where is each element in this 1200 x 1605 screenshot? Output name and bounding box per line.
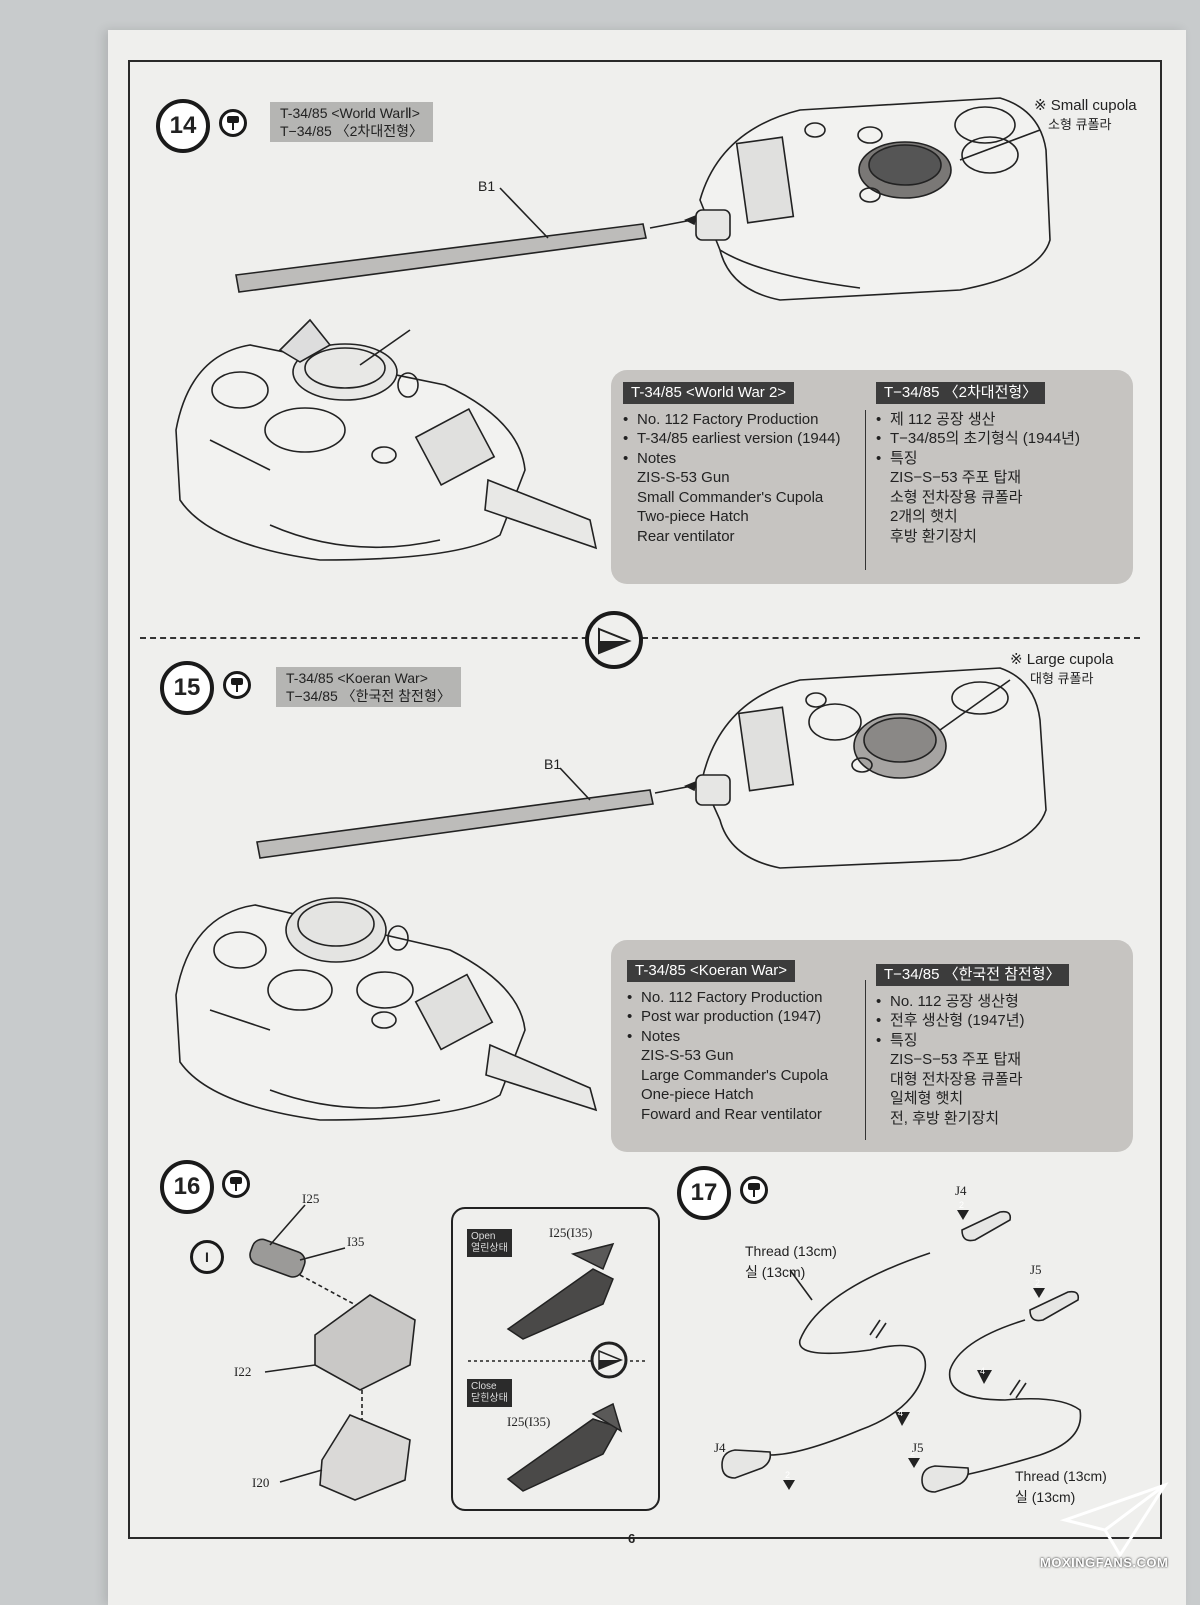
step-15-info-ko-note: ZIS−S−53 주포 탑재 (890, 1051, 1022, 1068)
step-16-part-label: I20 (252, 1475, 270, 1490)
step-17-number: 17 (677, 1166, 731, 1220)
step-14-info-ko-note: ZIS−S−53 주포 탑재 (890, 469, 1022, 486)
step-17-part-label: J4 (714, 1440, 726, 1455)
step-15-info-en-note: ZIS-S-53 Gun (641, 1047, 734, 1064)
step-15-number: 15 (160, 661, 214, 715)
step-17-thread-label-ko: 실 (13cm) (1015, 1489, 1076, 1505)
step-15-info-en: T-34/85 <Koeran War> No. 112 Factory Pro… (627, 960, 877, 1124)
step-17-part-label: J5 (912, 1440, 924, 1455)
step-16-sub-marker: I (190, 1240, 224, 1274)
paper-plane-logo-icon (1059, 1482, 1169, 1558)
glue-icon (740, 1176, 768, 1204)
step-15-callout-ko: 대형 큐폴라 (1030, 671, 1094, 686)
step-16-part-label: I25 (302, 1191, 320, 1206)
step-15-info-en-note: Large Commander's Cupola (641, 1066, 829, 1084)
step-17-thread-label-ko: 실 (13cm) (745, 1264, 806, 1280)
step-16-part-label: I22 (234, 1364, 252, 1379)
step-17-count-badge: 2 (785, 1470, 791, 1480)
inset-open-label-ko: 열린상태 (471, 1243, 508, 1254)
step-14-info-en-head: T-34/85 <World War 2> (623, 382, 795, 404)
inset-open-tag: Open 열린상태 (467, 1229, 512, 1257)
step-14-info-en-item: Notes (623, 449, 873, 469)
step-14-info-ko-item: 특징 (876, 449, 1126, 469)
inset-close-tag: Close 닫힌상태 (467, 1379, 512, 1407)
step-14-callout-ko: 소형 큐폴라 (1048, 117, 1112, 132)
step-14-info-en-note: Two-piece Hatch (637, 508, 749, 525)
step-15-title-ko: T−34/85 〈한국전 참전형〉 (286, 688, 451, 704)
inset-close-label-ko: 닫힌상태 (471, 1393, 508, 1404)
step-16-open-close-inset: Open 열린상태 I25(I35) Close 닫힌상태 I25(I35) (451, 1207, 660, 1511)
step-17-count-badge: 2 (910, 1448, 916, 1458)
step-14-info-en-note: Rear ventilator (637, 527, 735, 545)
step-14-number: 14 (156, 99, 210, 153)
step-15-info-ko-note: 일체형 햇치 (890, 1090, 964, 1107)
step-14-info-en-item: No. 112 Factory Production (623, 410, 873, 430)
step-14-title-en: T-34/85 <World WarⅡ> (280, 105, 420, 121)
step-15-info-ko-item: No. 112 공장 생산형 (876, 992, 1126, 1012)
step-15-info-ko-item: 특징 (876, 1031, 1126, 1051)
step-14-info-panel: T-34/85 <World War 2> No. 112 Factory Pr… (611, 370, 1133, 584)
alternate-option-icon (585, 611, 643, 669)
step-17-step-marker: 4 (898, 1408, 904, 1418)
step-15-info-ko-item: 전후 생산형 (1947년) (876, 1011, 1126, 1031)
step-16-hatch-assembly-drawing (249, 1204, 416, 1501)
step-15-title: T-34/85 <Koeran War> T−34/85 〈한국전 참전형〉 (276, 667, 461, 707)
inset-open-label-en: Open (471, 1231, 496, 1242)
step-16-part-label: I35 (347, 1234, 365, 1249)
step-14-gun-barrel-drawing (175, 97, 1051, 561)
step-15-info-ko: T−34/85 〈한국전 참전형〉 No. 112 공장 생산형 전후 생산형 … (876, 964, 1126, 1128)
step-15-info-en-item: Notes (627, 1027, 877, 1047)
step-17-thread-label-en: Thread (13cm) (745, 1243, 837, 1259)
step-14-title: T-34/85 <World WarⅡ> T−34/85 〈2차대전형〉 (270, 102, 433, 142)
step-14-info-ko-item: T−34/85의 초기형식 (1944년) (876, 429, 1126, 449)
step-14-info-en-item: T-34/85 earliest version (1944) (623, 429, 873, 449)
glue-icon (219, 109, 247, 137)
step-15-info-panel: T-34/85 <Koeran War> No. 112 Factory Pro… (611, 940, 1133, 1152)
step-14-info-ko-note: 소형 전차장용 큐폴라 (890, 488, 1023, 506)
step-15-gun-barrel-drawing (175, 667, 1047, 1121)
page-number: 6 (628, 1531, 636, 1546)
glue-icon (223, 671, 251, 699)
step-14-info-ko-note: 2개의 햇치 (890, 508, 958, 525)
inset-part-bottom: I25(I35) (507, 1414, 551, 1429)
step-14-info-ko-note: 후방 환기장치 (890, 527, 977, 545)
step-15-info-ko-note: 전, 후방 환기장치 (890, 1109, 1000, 1127)
step-15-info-en-note: Foward and Rear ventilator (641, 1105, 822, 1123)
inset-close-label-en: Close (471, 1381, 497, 1392)
step-17-count-badge: 2 (959, 1200, 965, 1210)
step-17-tow-cable-drawing (721, 1210, 1082, 1493)
step-17-step-marker: 4 (980, 1366, 986, 1376)
step-14-info-divider (865, 410, 866, 570)
step-15-title-en: T-34/85 <Koeran War> (286, 670, 428, 686)
step-17-part-label: J5 (1030, 1262, 1042, 1277)
step-17-count-badge: 2 (1035, 1278, 1041, 1288)
step-14-info-en-note: ZIS-S-53 Gun (637, 469, 730, 486)
step-15-part-label: B1 (544, 756, 562, 772)
page-frame (128, 60, 1162, 1539)
inset-part-top: I25(I35) (549, 1225, 593, 1240)
step-14-title-ko: T−34/85 〈2차대전형〉 (280, 123, 423, 139)
step-15-info-ko-note: 대형 전차장용 큐폴라 (890, 1070, 1023, 1088)
inset-hatch-drawing (468, 1242, 648, 1492)
watermark-text: MOXINGFANS.COM (1040, 1555, 1169, 1570)
step-15-info-en-head: T-34/85 <Koeran War> (627, 960, 796, 982)
step-15-info-en-note: One-piece Hatch (641, 1086, 754, 1103)
step-15-callout-en: ※ Large cupola (1010, 651, 1114, 668)
step-15-info-en-item: Post war production (1947) (627, 1007, 877, 1027)
step-17-part-label: J4 (955, 1183, 967, 1198)
step-14-info-en-note: Small Commander's Cupola (637, 488, 824, 506)
step-16-number: 16 (160, 1160, 214, 1214)
step-15-info-en-item: No. 112 Factory Production (627, 988, 877, 1008)
step-14-part-label: B1 (478, 178, 496, 194)
step-14-info-ko: T−34/85 〈2차대전형〉 제 112 공장 생산 T−34/85의 초기형… (876, 382, 1126, 546)
step-14-info-ko-item: 제 112 공장 생산 (876, 410, 1126, 430)
step-14-info-ko-head: T−34/85 〈2차대전형〉 (876, 382, 1046, 404)
step-17-thread-label-en: Thread (13cm) (1015, 1468, 1107, 1484)
glue-icon (222, 1170, 250, 1198)
step-14-callout-en: ※ Small cupola (1034, 97, 1137, 114)
step-15-info-ko-head: T−34/85 〈한국전 참전형〉 (876, 964, 1069, 986)
step-14-info-en: T-34/85 <World War 2> No. 112 Factory Pr… (623, 382, 873, 546)
step-15-info-divider (865, 980, 866, 1140)
